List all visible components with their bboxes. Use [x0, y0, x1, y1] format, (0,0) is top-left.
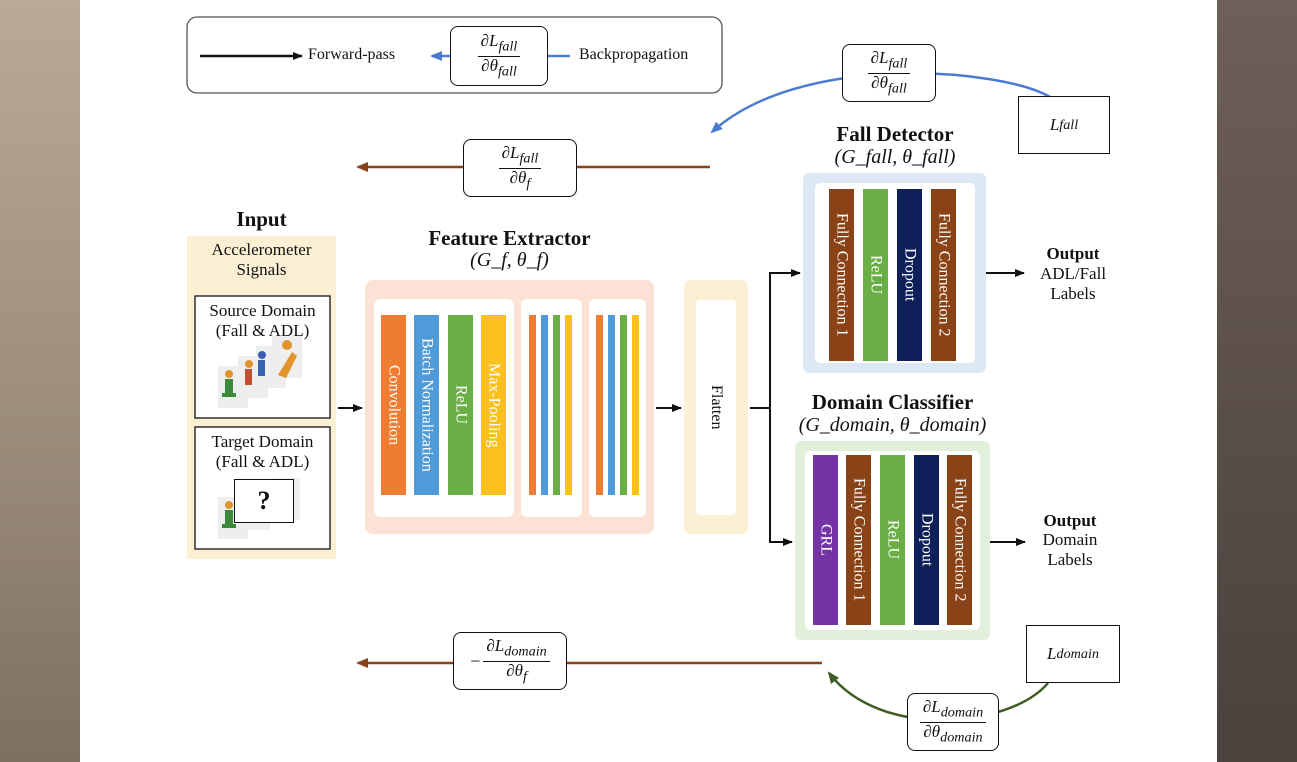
- source-activity-pictograms: [218, 336, 302, 408]
- fd-layer-relu: ReLU: [863, 189, 888, 361]
- dc-layer-fully-connection-1: Fully Connection 1: [846, 455, 871, 625]
- grad-domain-feature-box: − ∂Ldomain∂θf: [453, 632, 567, 690]
- domain-classifier-title: Domain Classifier: [811, 390, 974, 414]
- fe-layer-batch-normalization: Batch Normalization: [414, 315, 439, 495]
- fall-detector-title: Fall Detector: [836, 122, 954, 146]
- fe-mini-bar-3-4: [632, 315, 639, 495]
- fe-mini-bar-3-2: [608, 315, 615, 495]
- fe-layer-relu: ReLU: [448, 315, 473, 495]
- fe-mini-bar-2-1: [529, 315, 536, 495]
- fe-mini-bar-3-3: [620, 315, 627, 495]
- legend-backprop-label: Backpropagation: [579, 46, 689, 63]
- dc-layer-grl: GRL: [813, 455, 838, 625]
- target-domain-label: Target Domain (Fall & ADL): [211, 432, 314, 471]
- grad-domain-bottom-box: ∂Ldomain∂θdomain: [907, 693, 999, 751]
- fall-output-labels: ADL/Fall Labels: [1039, 264, 1107, 303]
- right-backdrop: [1217, 0, 1297, 762]
- flatten-label-wrap: Flatten: [696, 300, 736, 515]
- fd-layer-fully-connection-1: Fully Connection 1: [829, 189, 854, 361]
- left-backdrop: [0, 0, 80, 762]
- feature-extractor-title: Feature Extractor: [428, 226, 591, 250]
- flatten-label: Flatten: [708, 385, 725, 430]
- fe-layer-convolution: Convolution: [381, 315, 406, 495]
- fe-block-3: [589, 299, 646, 517]
- grad-fall-feature-box: ∂Lfall∂θf: [463, 139, 577, 197]
- fe-mini-bar-2-3: [553, 315, 560, 495]
- arrow-to-domain-classifier: [769, 408, 793, 546]
- input-title: Input: [236, 207, 287, 231]
- source-domain-label: Source Domain (Fall & ADL): [209, 301, 316, 340]
- fe-mini-bar-2-2: [541, 315, 548, 495]
- feature-extractor-params: (G_f, θ_f): [470, 249, 549, 271]
- fe-mini-bar-3-1: [596, 315, 603, 495]
- input-signals-label: Accelerometer Signals: [211, 240, 312, 279]
- fe-layer-max-pooling: Max-Pooling: [481, 315, 506, 495]
- grad-fall-top-box: ∂Lfall∂θfall: [842, 44, 936, 102]
- fd-layer-dropout: Dropout: [897, 189, 922, 361]
- fall-detector-params: (G_fall, θ_fall): [834, 146, 956, 168]
- flatten-inner: [696, 300, 736, 515]
- unknown-label-mark: ?: [234, 479, 294, 523]
- legend-forward-label: Forward-pass: [308, 46, 396, 63]
- fall-output-title: Output: [1046, 244, 1100, 263]
- domain-output-title: Output: [1043, 511, 1097, 530]
- domain-classifier-params: (G_domain, θ_domain): [798, 414, 987, 436]
- fd-layer-fully-connection-2: Fully Connection 2: [931, 189, 956, 361]
- dc-layer-fully-connection-2: Fully Connection 2: [947, 455, 972, 625]
- dc-layer-relu: ReLU: [880, 455, 905, 625]
- domain-output-labels: Domain Labels: [1042, 530, 1098, 569]
- arrow-to-fall-detector: [769, 269, 801, 408]
- legend-gradient-box: ∂Lfall∂θfall: [450, 26, 548, 86]
- fe-mini-bar-2-4: [565, 315, 572, 495]
- fe-block-1: [374, 299, 514, 517]
- fe-small-bars: [529, 315, 639, 495]
- dc-layer-dropout: Dropout: [914, 455, 939, 625]
